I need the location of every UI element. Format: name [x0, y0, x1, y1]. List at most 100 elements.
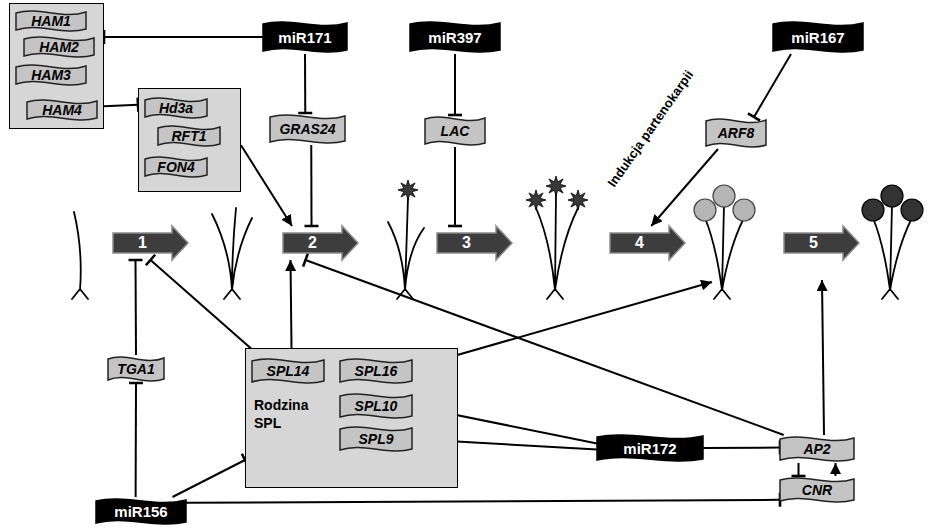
step-shape	[283, 226, 358, 260]
stage-arrow-shape	[610, 226, 685, 260]
gene-banner: SPL9	[340, 425, 412, 453]
stage-arrow-shape	[283, 226, 358, 260]
banner-shape	[263, 22, 347, 52]
stage-number: 2	[308, 234, 317, 252]
gene-banner: SPL16	[340, 357, 412, 385]
banner-shape	[597, 435, 703, 461]
banner-shape	[96, 499, 186, 524]
inhibition-line	[104, 36, 263, 38]
mirna-banner: miR397	[410, 20, 500, 54]
inhibition-line	[454, 147, 456, 226]
gene-name: RFT1	[172, 128, 207, 144]
inhibition-line	[754, 54, 791, 117]
mirna-banner: miR156	[96, 497, 186, 526]
stage-arrow-shape	[437, 226, 512, 260]
young-plant	[212, 208, 252, 299]
gene-banner: SPL14	[252, 357, 324, 385]
mirna-banner: miR167	[773, 20, 863, 54]
flower	[398, 180, 418, 200]
gene-name: SPL16	[355, 363, 398, 379]
stage-arrow: 5	[784, 226, 859, 260]
annotation-label: Indukcja partenokarpii	[604, 67, 696, 189]
gene-name: HAM2	[39, 39, 79, 55]
step-shape	[437, 226, 512, 260]
gene-banner: HAM4	[27, 98, 97, 122]
banner-shape	[340, 394, 412, 418]
flower	[546, 176, 566, 196]
gene-name: SPL14	[267, 363, 310, 379]
flowering-plant	[536, 194, 578, 299]
inhibition-line	[135, 383, 137, 497]
ripe-fruit	[901, 199, 923, 221]
ripe-fruit	[881, 185, 903, 207]
banner-shape	[780, 437, 854, 461]
gene-banner: HAM2	[24, 35, 94, 59]
stage-arrow: 2	[283, 226, 358, 260]
mirna-banner: miR172	[597, 433, 703, 463]
banner-shape	[340, 427, 412, 451]
group-title: Rodzina SPL	[254, 397, 332, 432]
banner-shape	[145, 98, 207, 118]
gene-banner: HAM3	[16, 63, 86, 87]
gene-banner: AP2	[780, 435, 854, 463]
fruit	[694, 199, 716, 221]
gene-name: CNR	[802, 482, 832, 498]
step-shape	[784, 226, 859, 260]
banner-shape	[24, 37, 94, 57]
inhibition-line	[310, 145, 312, 226]
step-shape	[113, 226, 188, 260]
banner-shape	[340, 359, 412, 383]
activation-line	[291, 260, 292, 357]
banner-shape	[16, 11, 86, 31]
gene-banner: FON4	[145, 155, 207, 179]
stage-arrow: 3	[437, 226, 512, 260]
gene-banner: GRAS24	[270, 113, 345, 145]
fruit	[733, 199, 755, 221]
gene-name: HAM4	[42, 102, 82, 118]
gene-name: FON4	[157, 159, 194, 175]
gene-name: TGA1	[117, 361, 154, 377]
gene-banner: ARF8	[706, 117, 766, 149]
inhibition-line	[186, 500, 780, 503]
group-box: SPL14 SPL16SPL10SPL9 Rodzina SPL	[245, 348, 458, 488]
gene-name: LAC	[441, 123, 470, 139]
banner-shape	[270, 115, 345, 143]
gene-name: Hd3a	[159, 100, 193, 116]
banner-shape	[425, 117, 485, 145]
flower	[526, 190, 546, 210]
activation-line	[241, 145, 292, 226]
stage-arrow: 1	[113, 226, 188, 260]
inhibition-line	[135, 260, 138, 355]
flower	[568, 190, 588, 210]
stage-number: 3	[462, 234, 471, 252]
gene-name: miR172	[623, 440, 676, 457]
inhibition-line	[703, 447, 780, 449]
stage-number: 4	[635, 234, 644, 252]
inhibition-line	[151, 260, 261, 357]
activation-line	[835, 463, 837, 476]
banner-shape	[410, 22, 500, 52]
gene-banner: RFT1	[158, 124, 220, 148]
gene-name: miR397	[428, 29, 481, 46]
banner-shape	[145, 157, 207, 177]
inhibition-line	[454, 54, 456, 115]
seedling	[72, 212, 88, 299]
gene-name: AP2	[803, 441, 830, 457]
inhibition-line	[104, 105, 138, 107]
stage-number: 1	[138, 234, 147, 252]
gene-banner: SPL10	[340, 392, 412, 420]
banner-shape	[108, 357, 164, 381]
stage-arrow-shape	[113, 226, 188, 260]
ripe-fruit	[862, 199, 884, 221]
banner-shape	[158, 126, 220, 146]
gene-banner: HAM1	[16, 9, 86, 33]
banner-shape	[16, 65, 86, 85]
gene-name: SPL10	[355, 398, 398, 414]
banner-shape	[773, 22, 863, 52]
inhibition-line	[173, 460, 246, 497]
banner-shape	[252, 359, 324, 383]
step-shape	[610, 226, 685, 260]
mirna-banner: miR171	[263, 20, 347, 54]
gene-name: HAM3	[31, 67, 71, 83]
fruit	[713, 185, 735, 207]
